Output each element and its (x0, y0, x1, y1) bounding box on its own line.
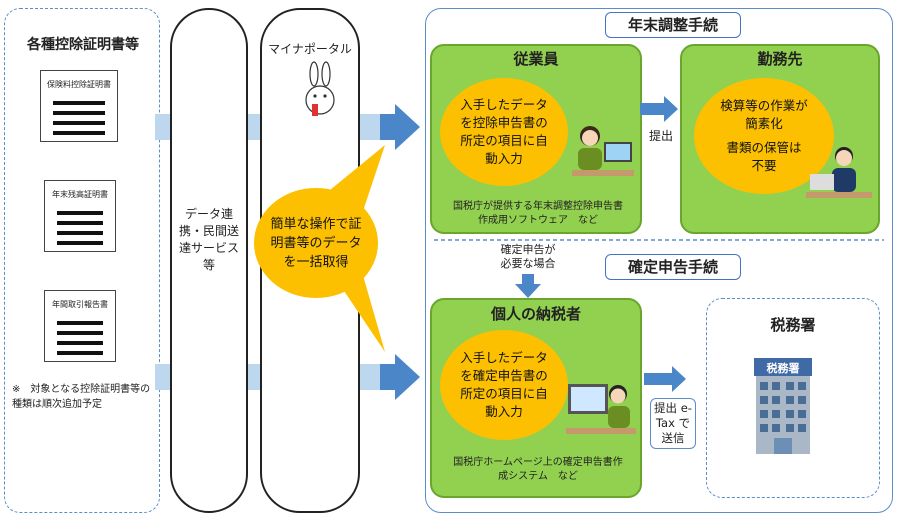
mascot-icon (305, 61, 335, 116)
employee-worker-icon (572, 126, 634, 176)
pillar-myna-portal-label: マイナポータル (268, 42, 352, 56)
kakutei-needed-label: 確定申告が必要な場合 (496, 243, 560, 271)
flow-arrow-bottom (395, 354, 420, 400)
down-arrow (515, 274, 541, 298)
taxpayer-title: 個人の納税者 (490, 305, 581, 323)
document-balance: 年末残高証明書 (44, 180, 116, 252)
left-panel-note: ※ 対象となる控除証明書等の種類は順次追加予定 (12, 384, 151, 410)
employee-title: 従業員 (513, 50, 559, 68)
flow-arrow-top (395, 104, 420, 150)
submit-label: 提出 (649, 129, 674, 143)
tax-office-box (706, 298, 880, 498)
left-panel-title: 各種控除証明書等 (27, 37, 139, 53)
document-title: 年間取引報告書 (52, 300, 108, 309)
taxpayer-bubble: 入手したデータを確定申告書の所定の項目に自動入力 (440, 330, 568, 440)
tax-office-title: 税務署 (770, 316, 816, 334)
employer-bubble-line1: 検算等の作業が簡素化 (720, 98, 808, 131)
kakutei-title: 確定申告手続 (605, 254, 741, 280)
etax-label: 提出 e-Tax で送信 (650, 398, 696, 449)
callout-bubble: 簡単な操作で証明書等のデータを一括取得 (254, 188, 378, 298)
etax-arrow (644, 366, 686, 392)
left-panel (4, 8, 160, 513)
document-insurance: 保険料控除証明書 (40, 70, 118, 142)
employee-bubble: 入手したデータを控除申告書の所定の項目に自動入力 (440, 78, 568, 186)
submit-arrow (640, 96, 678, 122)
employee-bubble-text: 入手したデータを控除申告書の所定の項目に自動入力 (460, 97, 548, 166)
callout-text: 簡単な操作で証明書等のデータを一括取得 (270, 216, 362, 270)
nenmatsu-title: 年末調整手続 (605, 12, 741, 38)
separator-line (434, 239, 884, 241)
right-panel (425, 8, 893, 513)
employer-title: 勤務先 (757, 50, 803, 68)
pillar-data-linkage (170, 8, 248, 513)
tax-office-sign: 税務署 (766, 362, 800, 375)
tax-office-building-icon (754, 358, 812, 454)
employer-bubble-line2: 書類の保管は不要 (726, 140, 802, 173)
document-title: 年末残高証明書 (52, 190, 108, 199)
pillar-data-linkage-label: データ連携・民間送達サービス等 (178, 207, 239, 272)
taxpayer-worker-icon (566, 384, 636, 434)
employer-worker-icon (806, 147, 872, 198)
document-transaction: 年間取引報告書 (44, 290, 116, 362)
employee-note: 国税庁が提供する年末調整控除申告書作成用ソフトウェア など (453, 201, 623, 226)
taxpayer-bubble-text: 入手したデータを確定申告書の所定の項目に自動入力 (460, 350, 548, 419)
document-title: 保険料控除証明書 (47, 80, 111, 89)
taxpayer-note: 国税庁ホームページ上の確定申告書作成システム など (453, 457, 623, 482)
